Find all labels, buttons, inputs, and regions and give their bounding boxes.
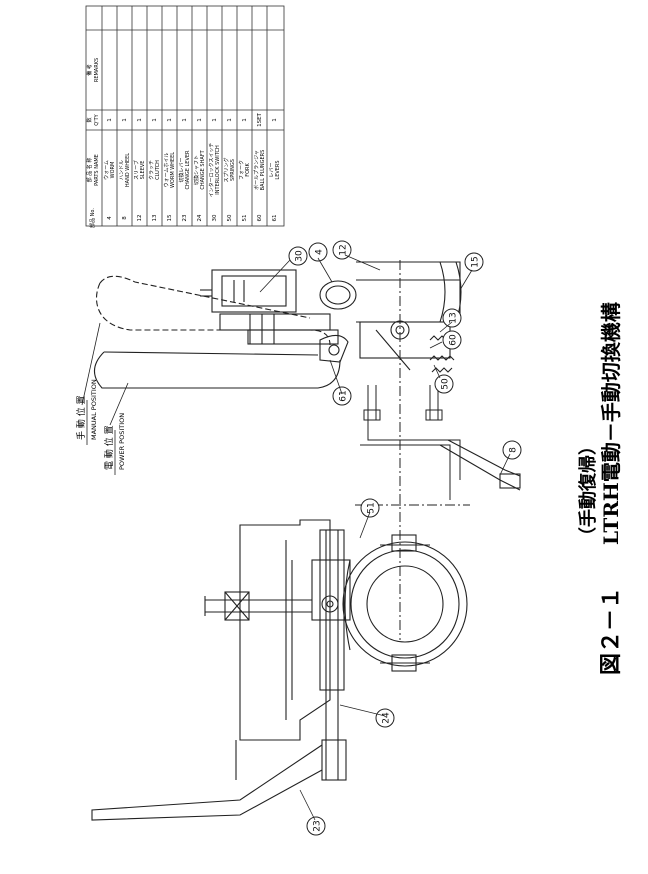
- svg-text:51: 51: [367, 502, 377, 513]
- row-name-en: CHANGE SHAFT: [200, 149, 206, 189]
- row-name-jp: ボールプランジャ: [253, 150, 260, 190]
- svg-text:15: 15: [471, 256, 481, 267]
- callout-30: 30: [288, 246, 308, 266]
- svg-text:61: 61: [339, 390, 349, 401]
- header-no: 部品 No.: [89, 208, 96, 228]
- row-qty: 1SET: [257, 112, 263, 126]
- header-remarks-en: REMARKS: [94, 58, 100, 82]
- row-name-jp: ウォームホイル: [163, 153, 170, 188]
- row-qty: 1: [227, 118, 233, 122]
- row-qty: 1: [182, 118, 188, 122]
- row-no: 24: [197, 214, 203, 221]
- row-qty: 1: [272, 118, 278, 122]
- callouts: 30 4 12 15 13 60 50 61 8 51 24 23: [288, 240, 522, 836]
- row-no: 60: [257, 214, 263, 221]
- row-name-jp: 切換レバー: [178, 157, 185, 182]
- row-name-en: CLUTCH: [155, 160, 161, 180]
- parts-table: [85, 5, 285, 227]
- row-name-en: WORM WHEEL: [170, 152, 176, 188]
- svg-text:4: 4: [315, 249, 325, 255]
- callout-12: 12: [332, 240, 352, 260]
- row-no: 30: [212, 214, 218, 221]
- row-name-en: LEVERS: [275, 160, 281, 179]
- row-no: 13: [152, 214, 158, 221]
- row-name-jp: クラッチ: [149, 160, 155, 180]
- row-name-jp: ハンドル: [119, 160, 125, 180]
- figure-number: 図２－１: [598, 587, 624, 675]
- row-name-en: HAND WHEEL: [125, 153, 131, 187]
- row-qty: 1: [107, 118, 113, 122]
- row-name-jp: レバー: [269, 162, 275, 177]
- row-no: 15: [167, 214, 173, 221]
- svg-text:13: 13: [449, 312, 459, 323]
- row-name-en: SLEEVE: [140, 161, 146, 180]
- row-name-jp: ウォーム: [103, 160, 110, 180]
- row-qty: 1: [212, 118, 218, 122]
- figure-title: 図２－１ LTRH電動－手動切換機構 （手動復帰）: [577, 302, 624, 675]
- callout-23: 23: [306, 816, 326, 836]
- svg-text:手 動 位 置: 手 動 位 置: [75, 395, 87, 440]
- callout-61: 61: [332, 386, 352, 406]
- row-qty: 1: [152, 118, 158, 122]
- header-remarks-jp: 備 考: [86, 64, 93, 76]
- row-name-jp: 切換シャフト: [193, 155, 200, 185]
- row-no: 51: [242, 215, 248, 222]
- hand-wheel: [439, 439, 521, 491]
- callout-leaders: [259, 254, 511, 821]
- header-qty-en: Q'TY: [94, 113, 100, 125]
- row-name-en: INTERLOCK SWITCH: [215, 145, 221, 195]
- callout-8: 8: [502, 440, 522, 460]
- row-no: 61: [272, 215, 278, 222]
- svg-text:60: 60: [449, 334, 459, 346]
- row-name-en: CHANGE LEVER: [185, 150, 191, 190]
- row-qty: 1: [167, 118, 173, 122]
- row-no: 23: [182, 214, 188, 221]
- callout-50: 50: [434, 374, 454, 394]
- header-name-jp: 部 品 名 称: [86, 158, 93, 183]
- callout-4: 4: [308, 242, 328, 262]
- svg-text:23: 23: [313, 820, 323, 831]
- lower-mechanism: [91, 519, 468, 821]
- svg-text:30: 30: [295, 250, 305, 262]
- svg-text:MANUAL POSITION: MANUAL POSITION: [90, 379, 98, 440]
- header-name-en: PARTS NAME: [94, 154, 100, 186]
- callout-15: 15: [464, 252, 484, 272]
- row-name-jp: インターロックスイッチ: [208, 143, 215, 198]
- row-qty: 1: [197, 118, 203, 122]
- position-leaders: [81, 322, 129, 426]
- manual-position-label: 手 動 位 置 MANUAL POSITION: [75, 379, 98, 445]
- figure-title-sub: （手動復帰）: [577, 437, 599, 545]
- row-name-en: SPRINGS: [230, 159, 236, 181]
- callout-51: 51: [360, 498, 380, 518]
- row-name-jp: スリーブ: [133, 160, 140, 180]
- header-qty-jp: 数: [86, 117, 93, 122]
- row-name-jp: スプリング: [223, 157, 230, 182]
- row-no: 50: [227, 214, 233, 221]
- callout-13: 13: [442, 308, 462, 328]
- callout-60: 60: [442, 330, 462, 350]
- row-name-en: BALL PLUNGERS: [260, 150, 266, 191]
- row-no: 12: [137, 215, 143, 222]
- row-qty: 1: [122, 118, 128, 122]
- row-name-en: WORM: [110, 162, 116, 179]
- svg-text:12: 12: [339, 244, 349, 255]
- row-name-en: FORK: [245, 163, 251, 177]
- figure-title-main: LTRH電動－手動切換機構: [599, 302, 623, 545]
- svg-text:POWER POSITION: POWER POSITION: [118, 413, 126, 470]
- upper-mechanism: [93, 261, 462, 389]
- row-qty: 1: [137, 118, 143, 122]
- row-no: 4: [107, 216, 113, 220]
- svg-text:電 動 位 置: 電 動 位 置: [103, 425, 115, 470]
- callout-24: 24: [375, 708, 395, 728]
- power-position-label: 電 動 位 置 POWER POSITION: [103, 413, 126, 475]
- row-qty: 1: [242, 118, 248, 122]
- svg-text:50: 50: [441, 378, 451, 390]
- svg-text:8: 8: [509, 447, 519, 453]
- svg-text:24: 24: [382, 712, 392, 724]
- row-name-jp: フォーク: [239, 160, 245, 180]
- row-no: 8: [122, 216, 128, 220]
